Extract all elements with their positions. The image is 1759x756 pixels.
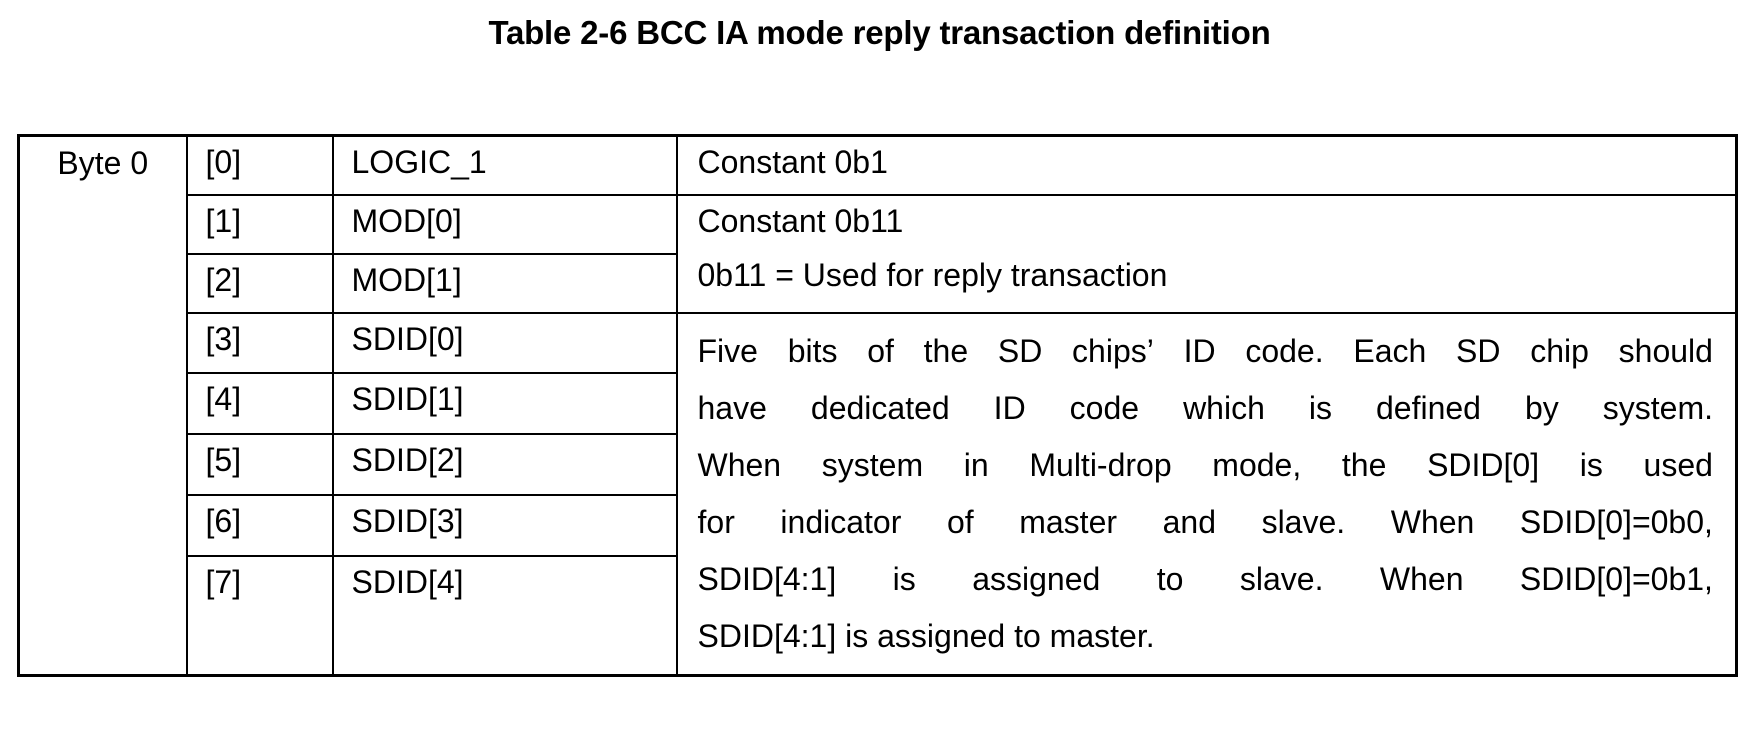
table-row: [1] MOD[0] Constant 0b11 0b11 = Used for… — [19, 193, 1738, 314]
signal-name-label: SDID[0] — [351, 320, 464, 357]
signal-name-label: MOD[1] — [351, 261, 462, 298]
signal-name-label: SDID[1] — [351, 381, 464, 418]
description-text-block: Constant 0b11 0b11 = Used for reply tran… — [678, 196, 1736, 300]
description-cell-mod: Constant 0b11 0b11 = Used for reply tran… — [675, 193, 1738, 314]
page-title: Table 2-6 BCC IA mode reply transaction … — [488, 14, 1271, 51]
signal-name-cell: MOD[1] — [331, 252, 678, 314]
signal-name-cell: SDID[1] — [331, 372, 678, 436]
table-row: [5] SDID[2] — [19, 433, 1737, 497]
table-row: Byte 0 [0] LOGIC_1 Constant 0b1 — [17, 134, 1738, 676]
signal-name-cell: SDID[4] — [331, 555, 678, 676]
table-row: [6] SDID[3] — [19, 494, 1737, 558]
signal-name-cell: SDID[0] — [331, 311, 678, 375]
bit-index-cell: [7] — [185, 555, 334, 676]
bit-index-label: [6] — [205, 503, 242, 540]
bit-index-label: [2] — [205, 261, 242, 298]
bit-index-cell: [1] — [185, 193, 334, 255]
signal-name-label: SDID[4] — [351, 564, 464, 601]
bit-index-label: [0] — [205, 144, 242, 180]
bit-index-cell: [3] — [185, 311, 334, 375]
signal-name-cell: MOD[0] — [331, 193, 678, 255]
description-text: Constant 0b1 — [697, 144, 888, 180]
bit-index-cell: [2] — [185, 252, 334, 314]
signal-name-label: MOD[0] — [351, 202, 462, 239]
table-row: [2] MOD[1] — [19, 252, 1737, 314]
signal-name-cell: SDID[3] — [331, 494, 678, 558]
description-line: Constant 0b11 — [697, 202, 904, 239]
signal-name-label: LOGIC_1 — [351, 144, 487, 180]
bit-index-cell: [6] — [185, 494, 334, 558]
bit-index-cell: [4] — [185, 372, 334, 436]
table-row: [4] SDID[1] — [19, 372, 1737, 436]
signal-name-cell: LOGIC_1 — [331, 134, 678, 196]
bit-index-label: [7] — [205, 564, 242, 601]
bit-index-label: [4] — [205, 381, 242, 418]
signal-name-label: SDID[3] — [351, 503, 464, 540]
byte-label-cell: Byte 0 — [17, 134, 188, 676]
description-line: 0b11 = Used for reply transaction — [697, 256, 1168, 293]
description-line: SDID[4:1] is assigned to master. — [697, 617, 1155, 654]
bit-index-cell: [0] — [185, 134, 334, 196]
bit-index-cell: [5] — [185, 433, 334, 497]
signal-name-label: SDID[2] — [351, 442, 464, 479]
bit-index-label: [1] — [205, 202, 242, 239]
bcc-ia-reply-transaction-table: Byte 0 [0] LOGIC_1 Constant 0b1 [1] — [17, 134, 1738, 677]
byte-label: Byte 0 — [57, 145, 149, 181]
bit-index-label: [3] — [205, 320, 242, 357]
bit-index-label: [5] — [205, 442, 242, 479]
table-container: Byte 0 [0] LOGIC_1 Constant 0b1 [1] — [17, 134, 1738, 677]
description-cell-logic1: Constant 0b1 — [675, 134, 1738, 196]
table-row: [7] SDID[4] — [19, 555, 1737, 676]
signal-name-cell: SDID[2] — [331, 433, 678, 497]
